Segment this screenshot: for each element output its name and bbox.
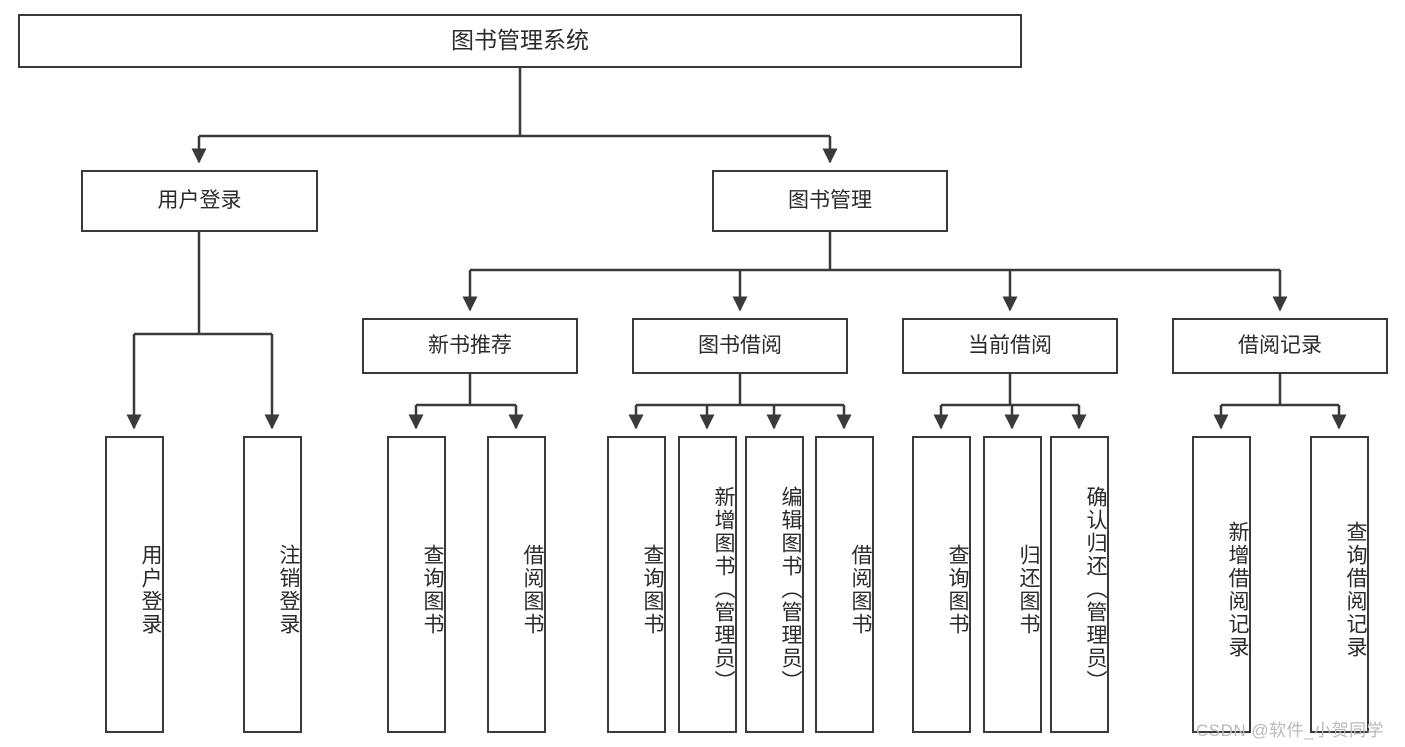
- node-leaf-confirm-return[interactable]: 确认归还（管理员）: [1050, 436, 1109, 733]
- node-book-borrow[interactable]: 图书借阅: [632, 318, 848, 374]
- node-borrow-record[interactable]: 借阅记录: [1172, 318, 1388, 374]
- node-root[interactable]: 图书管理系统: [18, 14, 1022, 68]
- csdn-watermark: CSDN @软件_小贺同学: [1196, 721, 1385, 740]
- node-leaf-add-record[interactable]: 新增借阅记录: [1192, 436, 1251, 733]
- node-leaf-query-book-3[interactable]: 查询图书: [912, 436, 971, 733]
- node-book-manage[interactable]: 图书管理: [712, 170, 948, 232]
- node-leaf-borrow-book-2[interactable]: 借阅图书: [815, 436, 874, 733]
- node-current-borrow[interactable]: 当前借阅: [902, 318, 1118, 374]
- node-leaf-user-login[interactable]: 用户登录: [105, 436, 164, 733]
- node-leaf-borrow-book-1[interactable]: 借阅图书: [487, 436, 546, 733]
- node-leaf-edit-book[interactable]: 编辑图书（管理员）: [745, 436, 804, 733]
- node-leaf-add-book[interactable]: 新增图书（管理员）: [678, 436, 737, 733]
- node-leaf-query-book-1[interactable]: 查询图书: [387, 436, 446, 733]
- node-leaf-query-book-2[interactable]: 查询图书: [607, 436, 666, 733]
- node-leaf-query-record[interactable]: 查询借阅记录: [1310, 436, 1369, 733]
- node-leaf-logout[interactable]: 注销登录: [243, 436, 302, 733]
- node-leaf-return-book[interactable]: 归还图书: [983, 436, 1042, 733]
- node-new-book-recommend[interactable]: 新书推荐: [362, 318, 578, 374]
- node-user-login[interactable]: 用户登录: [81, 170, 318, 232]
